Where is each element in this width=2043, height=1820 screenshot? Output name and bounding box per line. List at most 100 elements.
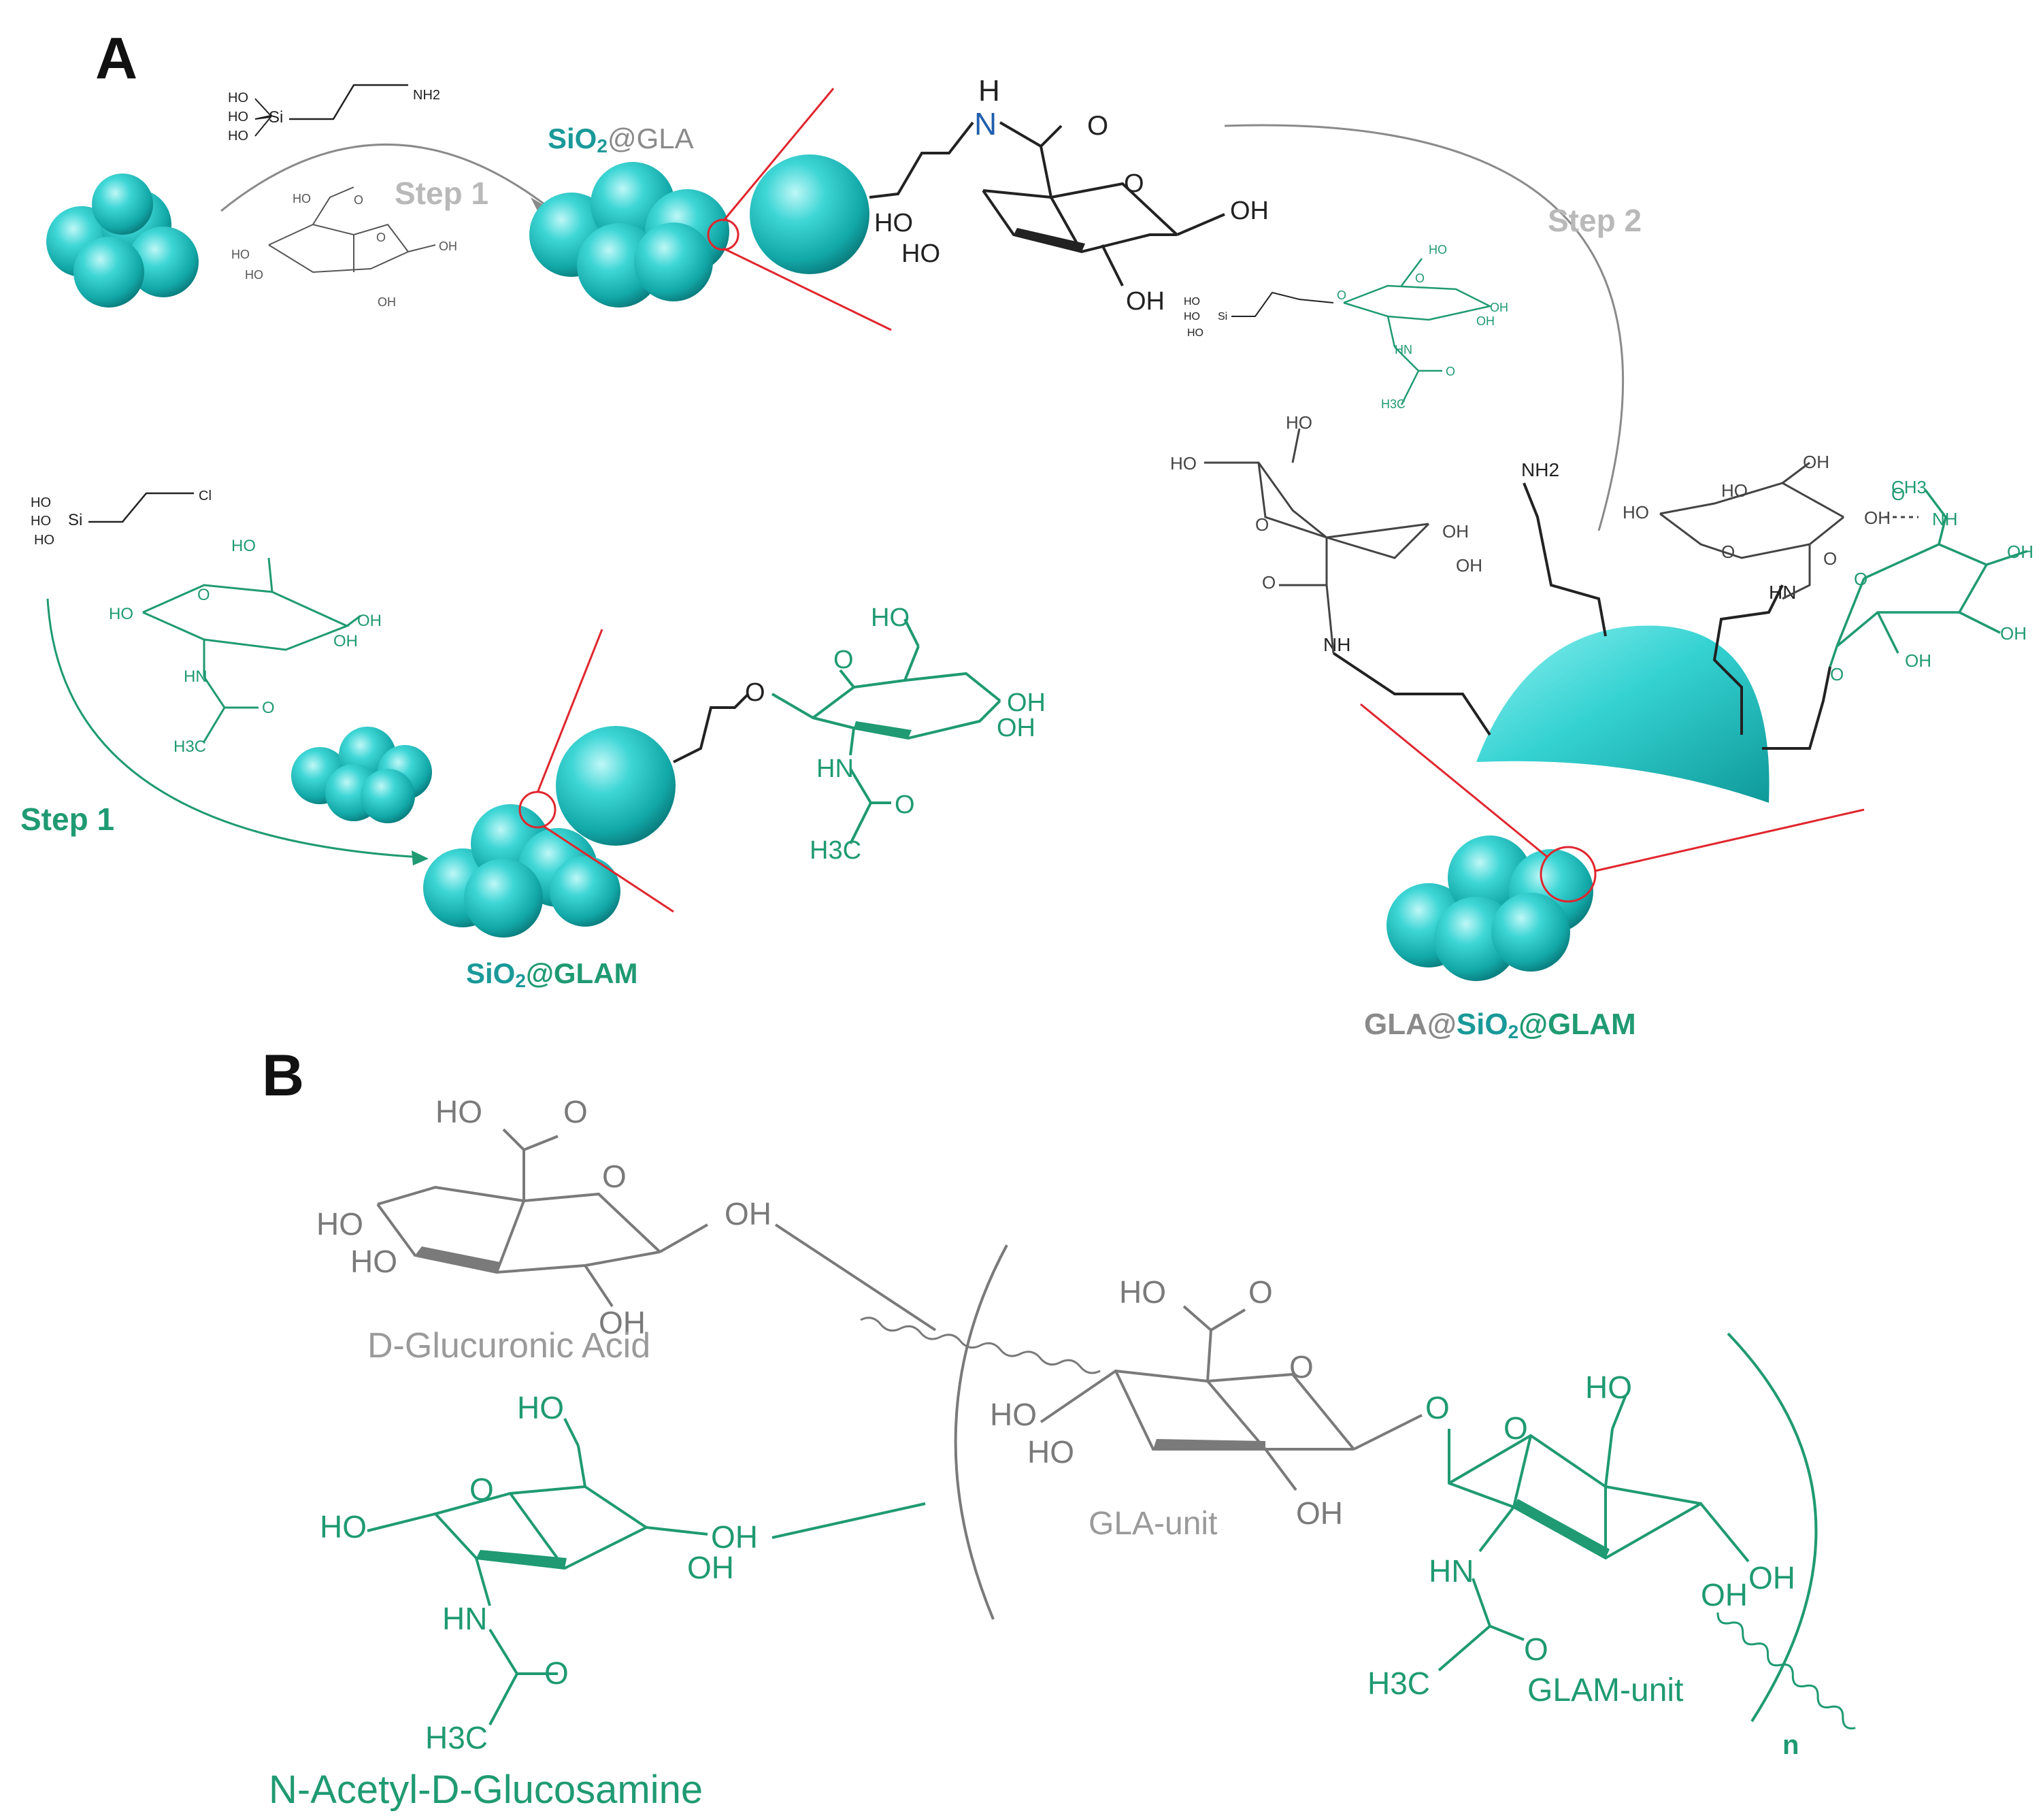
svg-text:HO: HO: [901, 239, 940, 268]
svg-text:O: O: [1425, 1390, 1450, 1425]
svg-text:O: O: [544, 1655, 569, 1691]
svg-text:O: O: [1289, 1349, 1314, 1385]
dome-gla-right: [1659, 461, 1844, 600]
svg-text:HO: HO: [1187, 327, 1203, 339]
svg-text:O: O: [1415, 271, 1425, 285]
svg-text:HO: HO: [1721, 480, 1748, 501]
svg-text:NH: NH: [1323, 634, 1350, 655]
svg-text:HO: HO: [990, 1397, 1037, 1432]
svg-text:O: O: [1337, 288, 1346, 302]
svg-text:O: O: [469, 1472, 494, 1507]
svg-text:HO: HO: [874, 209, 913, 237]
svg-text:HO: HO: [1623, 502, 1649, 523]
svg-text:O: O: [1248, 1274, 1273, 1310]
svg-text:O: O: [1524, 1632, 1548, 1667]
svg-text:HO: HO: [435, 1094, 482, 1129]
svg-text:OH: OH: [687, 1550, 734, 1585]
svg-text:HO: HO: [1429, 243, 1447, 257]
svg-text:HO: HO: [231, 537, 256, 555]
wavy-bond-left: [860, 1317, 1101, 1374]
svg-text:HO: HO: [293, 192, 311, 205]
svg-text:OH: OH: [378, 295, 396, 309]
svg-text:HN: HN: [1429, 1553, 1474, 1589]
svg-text:OH: OH: [2000, 623, 2027, 644]
gla-unit-label: GLA-unit: [1089, 1506, 1217, 1542]
svg-text:O: O: [1446, 365, 1455, 378]
amide-n: N: [974, 106, 997, 142]
polymer-bracket-right: [1727, 1332, 1818, 1723]
step1-label-gray: Step 1: [395, 176, 488, 211]
svg-text:O: O: [262, 699, 275, 717]
svg-text:CH3: CH3: [1891, 477, 1927, 497]
svg-text:HN: HN: [1769, 582, 1796, 603]
svg-text:OH: OH: [1803, 452, 1829, 472]
svg-text:H3C: H3C: [425, 1720, 488, 1755]
svg-text:OH: OH: [1007, 689, 1046, 717]
svg-text:O: O: [563, 1094, 588, 1129]
svg-text:O: O: [833, 646, 854, 674]
svg-text:OH: OH: [997, 714, 1035, 742]
svg-text:NH2: NH2: [413, 88, 440, 103]
zoom-circle-3: [1540, 846, 1597, 903]
svg-text:OH: OH: [711, 1519, 758, 1555]
silica-cluster-middle: [291, 727, 432, 823]
gla-small-structure: [268, 186, 436, 274]
svg-text:HO: HO: [31, 495, 51, 510]
svg-text:OH: OH: [1476, 314, 1495, 328]
dome-glam-right: [1829, 489, 2028, 667]
step1-label-green: Step 1: [20, 801, 114, 837]
svg-text:O: O: [1504, 1410, 1528, 1446]
dome-gla-left: [1204, 428, 1430, 654]
svg-text:OH: OH: [1748, 1560, 1795, 1595]
svg-text:NH: NH: [1932, 509, 1958, 529]
svg-text:HO: HO: [231, 248, 250, 261]
gla-sio2-glam-cluster: [1386, 835, 1593, 981]
svg-text:OH: OH: [2007, 542, 2033, 562]
step1-arrowhead-green: [412, 850, 429, 865]
aminosilane-reagent: HO HO HO Si NH2: [228, 84, 440, 144]
svg-text:HO: HO: [1119, 1274, 1166, 1310]
svg-text:HO: HO: [1184, 296, 1200, 308]
svg-text:HN: HN: [442, 1601, 487, 1636]
chlorosilane-reagent: HO HO HO Si Cl: [31, 489, 212, 548]
svg-text:O: O: [1087, 111, 1108, 141]
svg-text:OH: OH: [1905, 650, 1931, 671]
amide-h: H: [978, 74, 1000, 107]
svg-text:OH: OH: [1296, 1495, 1343, 1531]
silica-sphere-glam: [556, 726, 676, 846]
svg-text:O: O: [1721, 542, 1735, 562]
svg-text:HO: HO: [517, 1390, 564, 1425]
step1-arrow-green: [46, 598, 422, 859]
panel-a-label: A: [95, 26, 137, 91]
sio2-gla-cluster: [529, 162, 729, 308]
svg-text:OH: OH: [333, 632, 358, 650]
n-acetyl-glucosamine-structure: [367, 1418, 926, 1725]
svg-text:OH: OH: [1701, 1577, 1748, 1612]
svg-text:O: O: [1891, 484, 1905, 504]
svg-text:O: O: [354, 193, 363, 207]
svg-text:O: O: [745, 678, 765, 707]
svg-text:HO: HO: [34, 533, 54, 548]
svg-text:H3C: H3C: [1367, 1666, 1430, 1701]
svg-text:OH: OH: [1456, 555, 1482, 576]
svg-text:HO: HO: [228, 90, 248, 105]
svg-text:Si: Si: [269, 108, 283, 127]
sio2-glam-label: SiO2@GLAM: [466, 957, 638, 991]
svg-text:O: O: [602, 1159, 627, 1194]
step2-arc: [1224, 124, 1625, 531]
glam-small-structure: [142, 557, 361, 742]
svg-text:O: O: [376, 231, 386, 244]
svg-text:O: O: [197, 586, 210, 604]
glam-linker: [673, 693, 750, 763]
svg-text:HO: HO: [1027, 1434, 1074, 1470]
gla-unit-structure: [1040, 1305, 1423, 1491]
svg-text:HO: HO: [228, 110, 248, 125]
svg-text:OH: OH: [1230, 197, 1269, 225]
svg-text:O: O: [1262, 572, 1276, 593]
svg-text:HN: HN: [184, 667, 207, 686]
svg-text:HO: HO: [316, 1206, 363, 1242]
svg-text:HO: HO: [1585, 1370, 1632, 1405]
panel-b-label: B: [262, 1043, 304, 1108]
